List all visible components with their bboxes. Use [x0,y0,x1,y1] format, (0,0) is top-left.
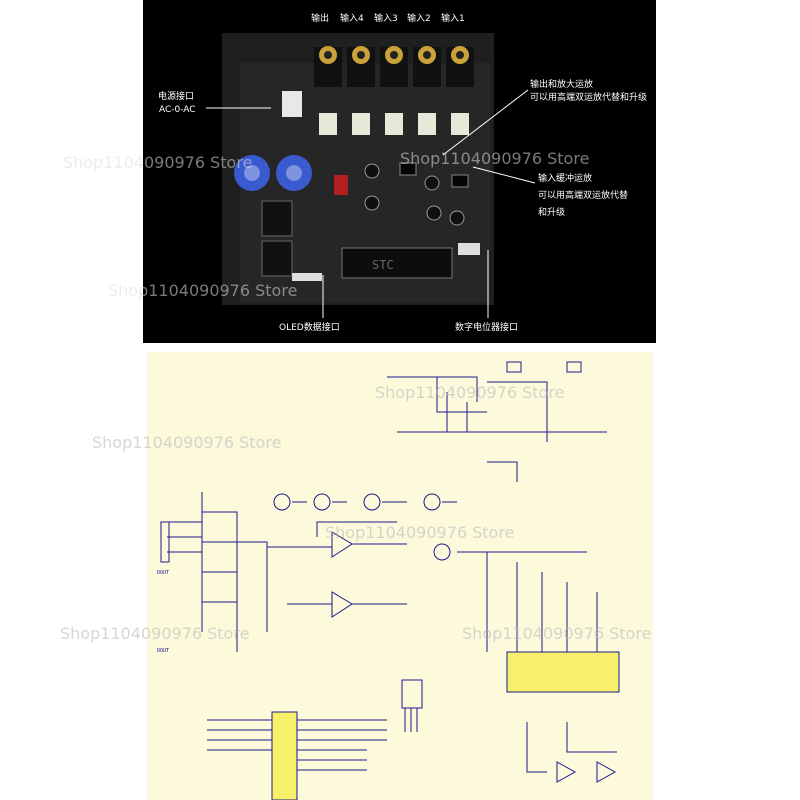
watermark-3: Shop1104090976 Store [108,281,298,300]
mcu-chip [341,247,453,279]
opamp-input-label-line1: 输入缓冲运放 [538,174,593,184]
opamp-input-label-line3: 和升级 [538,208,566,218]
rca-jack-output [314,46,342,87]
pot-connector [458,243,480,255]
watermark-8: Shop1104090976 Store [462,624,652,643]
opamp-output-chip [399,162,417,176]
watermark-5: Shop1104090976 Store [92,433,282,452]
pcb-board-illustration: STC [222,33,494,305]
mcu-chip-text: STC [372,258,394,272]
oled-connector [292,273,322,281]
oled-label: OLED数据接口 [279,323,340,333]
watermark-2: Shop1104090976 Store [400,149,590,168]
opamp-output-label-line1: 输出和放大运放 [530,80,594,90]
rca-jack-input4 [347,46,375,87]
ic-chip-right [506,651,620,693]
schematic-drawing: DOUT DOUT [157,361,620,800]
port-label-input2: 输入2 [407,14,431,24]
watermark-6: Shop1104090976 Store [325,523,515,542]
small-capacitors [364,163,465,226]
power-label-line1: 电源接口 [158,92,195,102]
pot-label: 数字电位器接口 [455,323,519,333]
port-label-input4: 输入4 [340,14,364,24]
schematic-panel: DOUT DOUT [147,352,653,800]
power-label-line2: AC-0-AC [159,105,196,115]
port-label-output: 输出 [311,14,330,24]
power-connector [282,91,302,117]
big-capacitors [234,155,312,191]
dout-label-2: DOUT [157,648,169,654]
red-components [334,175,348,195]
rca-jack-input1 [446,46,474,87]
relay-row [319,113,469,135]
watermark-1: Shop1104090976 Store [63,153,253,172]
watermark-4: Shop1104090976 Store [375,383,565,402]
callout-lines [206,89,536,318]
opamp-input-chip [451,174,469,188]
ic-chip-bottom-left [271,711,298,800]
port-label-input1: 输入1 [441,14,465,24]
watermark-7: Shop1104090976 Store [60,624,250,643]
dout-label-1: DOUT [157,570,169,576]
port-label-input3: 输入3 [374,14,398,24]
opamp-output-label-line2: 可以用高端双运放代替和升级 [530,93,648,103]
opamp-input-label-line2: 可以用高端双运放代替 [538,191,629,201]
regulators-heatsink [261,200,293,277]
input-header-connector [160,521,170,563]
rca-jack-input3 [380,46,408,87]
rca-jack-input2 [413,46,441,87]
